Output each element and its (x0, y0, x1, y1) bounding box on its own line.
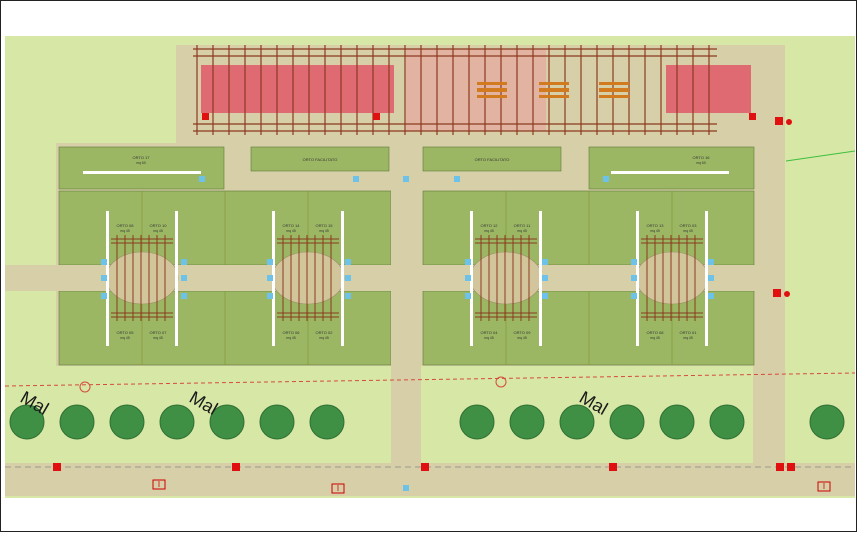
small-pergola-2 (271, 211, 345, 346)
svg-text:mq 45: mq 45 (683, 229, 693, 233)
building-west (201, 65, 394, 113)
svg-text:ORTO 15: ORTO 15 (316, 223, 334, 228)
plot-top-4 (588, 146, 755, 190)
plot-top-3 (422, 146, 562, 172)
small-pergola-1 (105, 211, 179, 346)
svg-text:ORTO 10: ORTO 10 (150, 223, 168, 228)
svg-text:I: I (337, 484, 339, 493)
svg-text:mq 45: mq 45 (683, 336, 693, 340)
plot-top-1-area: mq 60 (136, 161, 146, 165)
svg-text:ORTO 08: ORTO 08 (117, 223, 135, 228)
svg-text:I: I (158, 480, 160, 489)
svg-text:ORTO 06: ORTO 06 (283, 330, 301, 335)
block-plot-labels: ORTO 08 mq 45 ORTO 10 mq 45 ORTO 14 mq 4… (117, 223, 698, 340)
plot-top-4-label: ORTO 16 (693, 155, 711, 160)
plot-top-3-label: ORTO FACILITATO (475, 157, 510, 162)
boundary-line (4, 372, 856, 387)
svg-text:ORTO 09: ORTO 09 (514, 330, 532, 335)
boundary-marker-east (495, 376, 507, 388)
east-path-lower (753, 366, 785, 466)
boundary-marker-west (79, 381, 91, 393)
svg-text:ORTO 01: ORTO 01 (680, 330, 698, 335)
svg-text:ORTO 11: ORTO 11 (514, 223, 531, 228)
sign-box-2: I (331, 483, 345, 494)
svg-text:ORTO 02: ORTO 02 (316, 330, 334, 335)
svg-text:mq 45: mq 45 (484, 336, 494, 340)
small-pergola-3 (469, 211, 543, 346)
main-pergola (193, 45, 717, 135)
picnic-table-1 (477, 82, 507, 98)
plot-top-2-label: ORTO FACILITATO (303, 157, 338, 162)
sign-box-3: I (817, 481, 831, 492)
svg-text:ORTO 12: ORTO 12 (481, 223, 499, 228)
svg-text:mq 45: mq 45 (286, 229, 296, 233)
fountain-markers (101, 176, 714, 491)
central-path-mid (391, 143, 421, 393)
svg-text:mq 45: mq 45 (650, 336, 660, 340)
picnic-table-2 (539, 82, 569, 98)
svg-text:mq 45: mq 45 (120, 336, 130, 340)
svg-text:ORTO 07: ORTO 07 (150, 330, 168, 335)
svg-text:ORTO 08: ORTO 08 (647, 330, 665, 335)
svg-text:mq 45: mq 45 (286, 336, 296, 340)
svg-text:ORTO 03: ORTO 03 (680, 223, 698, 228)
covered-area (406, 49, 546, 131)
svg-text:mq 45: mq 45 (517, 229, 527, 233)
svg-text:mq 45: mq 45 (517, 336, 527, 340)
bench-strip-1 (83, 171, 201, 174)
svg-text:mq 45: mq 45 (153, 336, 163, 340)
tree-row (9, 404, 845, 440)
svg-text:mq 45: mq 45 (120, 229, 130, 233)
svg-text:ORTO 13: ORTO 13 (647, 223, 665, 228)
bench-strip-2 (611, 171, 729, 174)
bottom-road (5, 463, 855, 496)
svg-text:I: I (823, 482, 825, 491)
svg-text:mq 45: mq 45 (319, 336, 329, 340)
plot-top-2 (250, 146, 390, 172)
svg-text:mq 45: mq 45 (319, 229, 329, 233)
garden-block-ne (422, 190, 755, 266)
plot-top-4-area: mq 60 (696, 161, 706, 165)
sign-box-1: I (152, 479, 166, 490)
svg-text:ORTO 05: ORTO 05 (117, 330, 135, 335)
svg-text:mq 45: mq 45 (153, 229, 163, 233)
svg-text:mq 45: mq 45 (650, 229, 660, 233)
plot-top-1-label: ORTO 17 (133, 155, 151, 160)
green-boundary-line (785, 150, 856, 162)
svg-text:ORTO 04: ORTO 04 (481, 330, 499, 335)
svg-text:mq 45: mq 45 (484, 229, 494, 233)
red-markers (53, 113, 795, 471)
garden-block-se (422, 290, 755, 366)
svg-text:ORTO 14: ORTO 14 (283, 223, 301, 228)
picnic-table-3 (599, 82, 629, 98)
small-pergola-4 (635, 211, 709, 346)
plot-top-1 (58, 146, 225, 190)
